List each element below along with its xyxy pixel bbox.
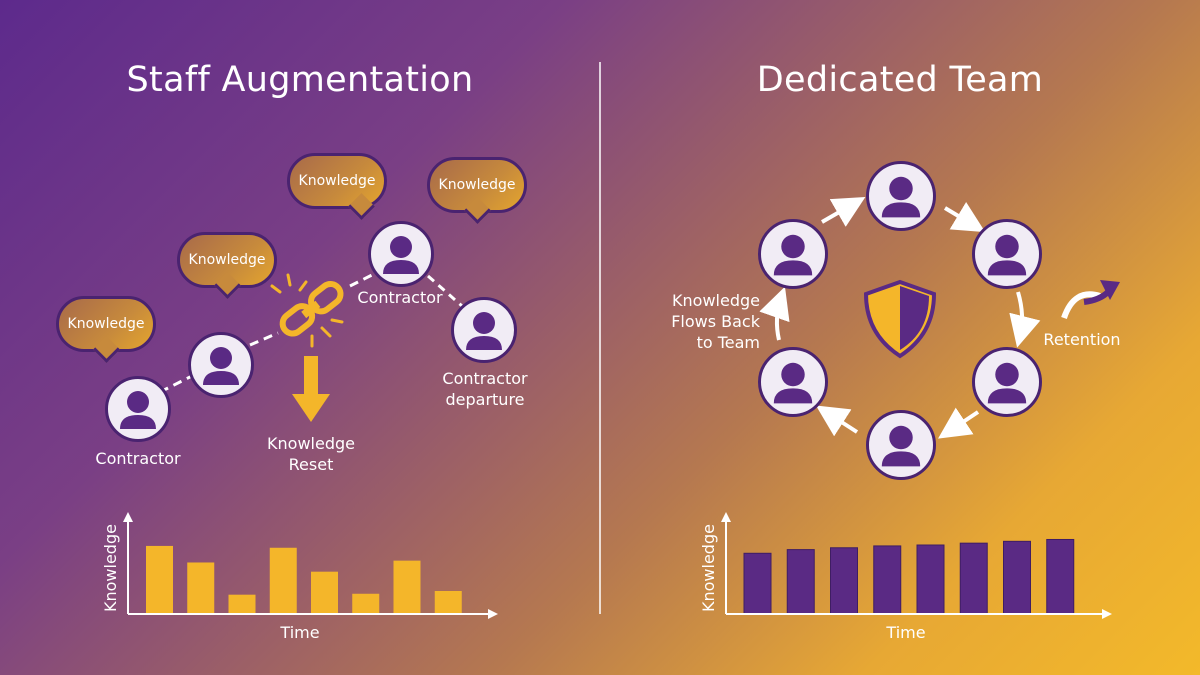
chart-2-bar-4 — [873, 545, 902, 615]
chart-2-x-label: Time — [885, 623, 925, 642]
knowledge-bubble-1: Knowledge — [56, 296, 156, 352]
chain-link-line-3 — [349, 270, 379, 288]
cycle-arrow-5 — [815, 405, 859, 437]
person-icon — [987, 234, 1027, 276]
chain-link-line-2 — [249, 331, 279, 347]
chart-1-x-label: Time — [279, 623, 319, 642]
person-icon — [881, 425, 921, 467]
shield-icon — [863, 279, 937, 359]
knowledge-bubble-3: Knowledge — [287, 153, 387, 209]
chart-1-bar-2 — [187, 562, 215, 614]
chart-2-bar-7 — [1003, 540, 1031, 615]
chart-1-bar-6 — [352, 593, 380, 614]
person-icon — [383, 236, 419, 274]
chart-1-bar-5 — [311, 571, 338, 614]
team-member-avatar-upper-right — [972, 219, 1042, 289]
break-spark-icon — [270, 273, 344, 348]
contractor-departure-label: Contractor departure — [442, 369, 528, 409]
departure-dashed-line — [427, 274, 463, 308]
person-icon — [466, 312, 502, 350]
cycle-arrow-6 — [759, 286, 790, 341]
person-icon — [987, 362, 1027, 404]
dedicated-team-title: Dedicated Team — [756, 60, 1044, 100]
contractor-avatar-2 — [188, 332, 254, 398]
chart-2-bar-2 — [786, 549, 815, 615]
person-icon — [203, 347, 239, 385]
chart-1-bar-7 — [393, 560, 421, 614]
team-member-avatar-lower-left — [758, 347, 828, 417]
knowledge-bubble-2: Knowledge — [177, 232, 277, 288]
contractor-avatar-1 — [105, 376, 171, 442]
contractor-label-2: Contractor — [357, 288, 443, 307]
chart-1-bar-4 — [269, 547, 297, 614]
cycle-arrow-3 — [1009, 291, 1041, 348]
staff-augmentation-title: Staff Augmentation — [126, 60, 474, 100]
chart-1-y-arrow — [123, 512, 133, 522]
chart-1-bar-3 — [228, 594, 256, 614]
chart-2-bar-3 — [830, 547, 858, 615]
broken-chain-icon — [279, 280, 344, 337]
chart-2-bar-5 — [916, 544, 945, 615]
chart-2-bar-8 — [1046, 538, 1075, 615]
person-icon — [773, 362, 813, 404]
departed-contractor-avatar — [451, 297, 517, 363]
chart-1-y-label: Knowledge — [101, 524, 120, 612]
chart-2-y-arrow — [721, 512, 731, 522]
chart-2-y-label: Knowledge — [699, 524, 718, 612]
person-icon — [120, 391, 156, 429]
knowledge-bubble-4: Knowledge — [427, 157, 527, 213]
retention-label: Retention — [1043, 330, 1121, 349]
cycle-arrow-4 — [938, 407, 980, 439]
team-member-avatar-bottom — [866, 410, 936, 480]
chart-2-bar-1 — [743, 552, 772, 615]
team-member-avatar-lower-right — [972, 347, 1042, 417]
center-divider — [599, 62, 601, 614]
chart-1-bar-1 — [146, 545, 173, 614]
person-icon — [773, 234, 813, 276]
contractor-label-1: Contractor — [95, 449, 181, 468]
chart-1-x-arrow — [488, 609, 498, 619]
chart-2-bar-6 — [959, 542, 988, 615]
chart-2-x-arrow — [1102, 609, 1112, 619]
contractor-avatar-3 — [368, 221, 434, 287]
retention-arrow-icon — [1061, 280, 1120, 320]
person-icon — [881, 176, 921, 218]
cycle-arrow-1 — [821, 197, 866, 227]
down-arrow-icon — [292, 356, 330, 422]
chart-1-bar-8 — [434, 591, 462, 614]
team-member-avatar-upper-left — [758, 219, 828, 289]
knowledge-flows-back-label: Knowledge Flows Back to Team — [671, 291, 760, 352]
team-member-avatar-top — [866, 161, 936, 231]
cycle-arrow-2 — [943, 201, 986, 233]
knowledge-reset-label: Knowledge Reset — [267, 434, 355, 474]
